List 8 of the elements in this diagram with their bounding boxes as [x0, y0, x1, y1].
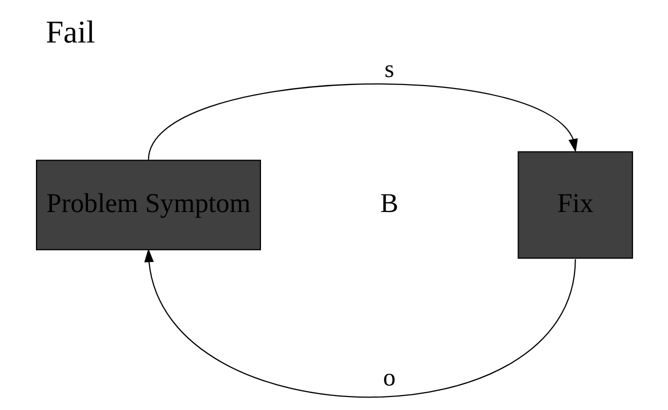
diagram-title: Fail — [45, 14, 95, 50]
label: B — [380, 188, 398, 218]
node-box: Fix — [517, 151, 633, 259]
arrow — [144, 248, 576, 398]
arrow — [147, 84, 578, 160]
node-box: Problem Symptom — [35, 160, 260, 250]
edge-label: o — [382, 364, 396, 392]
edge-label: s — [384, 56, 394, 83]
